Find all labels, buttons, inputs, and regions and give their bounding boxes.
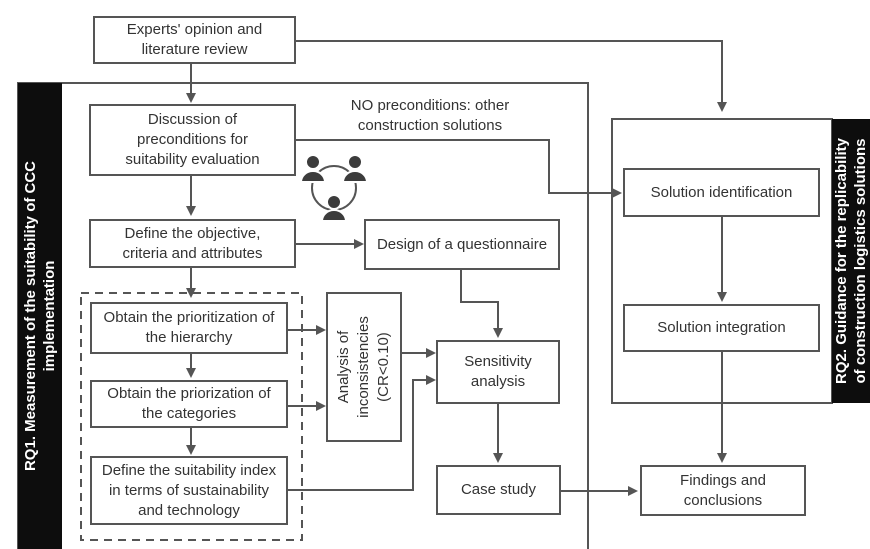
node-experts-opinion: Experts' opinion and literature review (93, 16, 296, 64)
rq1-sidebar: RQ1. Measurement of the suitability of C… (18, 83, 62, 549)
arrow-experts-to-rq2 (295, 40, 727, 112)
hierarchy-dashed-group (80, 292, 303, 541)
rq2-label: RQ2. Guidance for the replicability of c… (833, 138, 869, 384)
label-no-preconditions: NO preconditions: other construction sol… (350, 97, 510, 134)
node-define-objective: Define the objective, criteria and attri… (89, 219, 296, 268)
node-design-questionnaire: Design of a questionnaire (364, 219, 560, 270)
arrow-index-to-sensitivity (288, 375, 436, 491)
arrow-discussion-to-solution-identification (296, 139, 622, 198)
analysis-inconsistencies-label: Analysis of inconsistencies (CR<0.10) (335, 316, 392, 418)
node-sensitivity-analysis: Sensitivity analysis (436, 340, 560, 404)
rq2-sidebar: RQ2. Guidance for the replicability of c… (832, 119, 870, 403)
node-case-study: Case study (436, 465, 561, 515)
node-solution-identification: Solution identification (623, 168, 820, 217)
node-suitability-index: Define the suitability index in terms of… (90, 456, 288, 525)
rq1-label: RQ1. Measurement of the suitability of C… (22, 160, 58, 472)
arrow-questionnaire-to-sensitivity (460, 270, 503, 338)
node-analysis-inconsistencies: Analysis of inconsistencies (CR<0.10) (326, 292, 402, 442)
node-discussion-preconditions: Discussion of preconditions for suitabil… (89, 104, 296, 176)
node-findings-conclusions: Findings and conclusions (640, 465, 806, 516)
node-prioritization-hierarchy: Obtain the prioritization of the hierarc… (90, 302, 288, 354)
node-prioritization-categories: Obtain the priorization of the categorie… (90, 380, 288, 428)
node-solution-integration: Solution integration (623, 304, 820, 352)
team-people-icon (299, 154, 369, 222)
